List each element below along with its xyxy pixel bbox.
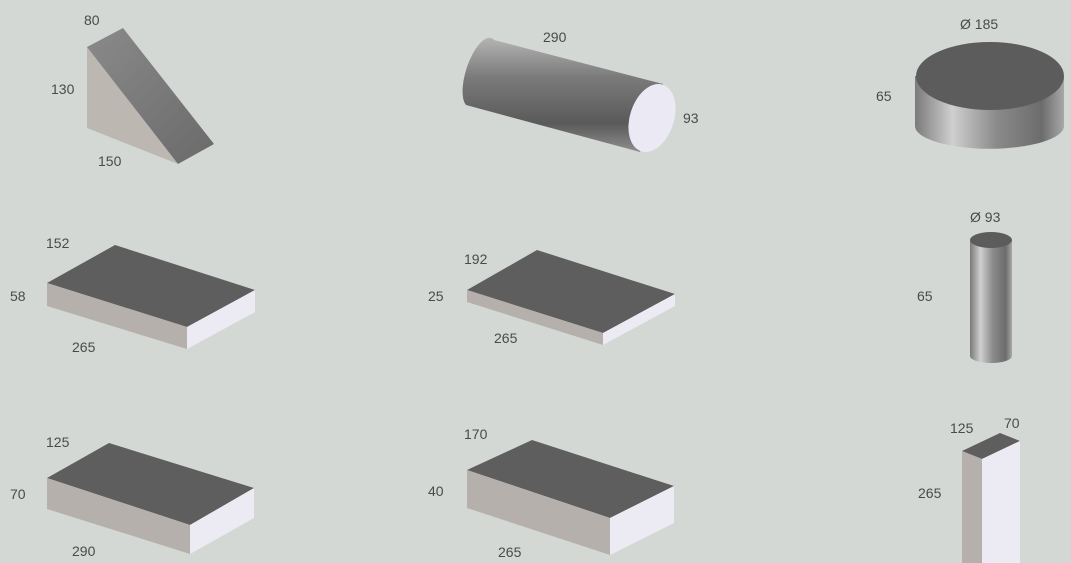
block-1-shape: 125 70 290 bbox=[10, 434, 254, 559]
slab-2-length-label: 265 bbox=[494, 330, 518, 346]
slab-1-top bbox=[47, 245, 255, 327]
upright-block-depth-label: 125 bbox=[950, 420, 974, 436]
block-1-height-label: 70 bbox=[10, 486, 26, 502]
slab-2-shape: 192 25 265 bbox=[428, 250, 675, 346]
slab-1-end bbox=[187, 290, 255, 349]
wedge-shape: 80 130 150 bbox=[51, 12, 214, 169]
slab-2-depth-label: 192 bbox=[464, 251, 488, 267]
long-cylinder-shape: 290 93 bbox=[462, 29, 699, 152]
block-1-length-label: 290 bbox=[72, 543, 96, 559]
long-cylinder-body bbox=[462, 37, 663, 152]
rod-diameter-label: Ø 93 bbox=[970, 209, 1001, 225]
short-disc-shape: Ø 185 65 bbox=[876, 16, 1064, 149]
long-cylinder-diameter-label: 93 bbox=[683, 110, 699, 126]
block-1-depth-label: 125 bbox=[46, 434, 70, 450]
block-1-top bbox=[47, 443, 254, 525]
slab-1-front bbox=[47, 283, 187, 349]
upright-block-side bbox=[962, 451, 982, 563]
block-2-end bbox=[610, 486, 674, 555]
slab-1-shape: 152 58 265 bbox=[10, 235, 255, 355]
block-1-front bbox=[47, 478, 190, 554]
block-1-end bbox=[190, 488, 254, 554]
rod-height-label: 65 bbox=[917, 288, 933, 304]
upright-block-shape: 125 70 265 bbox=[918, 415, 1020, 563]
rod-side bbox=[970, 240, 1012, 363]
slab-1-height-label: 58 bbox=[10, 288, 26, 304]
short-disc-top bbox=[916, 42, 1064, 110]
long-cylinder-length-label: 290 bbox=[543, 29, 567, 45]
slab-1-length-label: 265 bbox=[72, 339, 96, 355]
block-2-height-label: 40 bbox=[428, 483, 444, 499]
wedge-length-label: 150 bbox=[98, 153, 122, 169]
upright-block-height-label: 265 bbox=[918, 485, 942, 501]
block-2-shape: 170 40 265 bbox=[428, 426, 674, 560]
short-disc-diameter-label: Ø 185 bbox=[960, 16, 998, 32]
upright-block-top bbox=[962, 433, 1020, 459]
slab-2-height-label: 25 bbox=[428, 288, 444, 304]
block-2-length-label: 265 bbox=[498, 544, 522, 560]
slab-2-end bbox=[603, 294, 675, 345]
long-cylinder-end-face bbox=[628, 84, 676, 152]
wedge-height-label: 130 bbox=[51, 81, 75, 97]
wedge-slope-face bbox=[87, 28, 214, 164]
rod-top bbox=[970, 232, 1012, 248]
block-2-top bbox=[467, 440, 674, 518]
slab-1-depth-label: 152 bbox=[46, 235, 70, 251]
block-2-depth-label: 170 bbox=[464, 426, 488, 442]
upright-block-front bbox=[982, 441, 1020, 563]
block-2-front bbox=[467, 470, 610, 555]
rod-shape: Ø 93 65 bbox=[917, 209, 1012, 363]
wedge-depth-label: 80 bbox=[84, 12, 100, 28]
upright-block-width-label: 70 bbox=[1004, 415, 1020, 431]
slab-2-top bbox=[467, 250, 675, 333]
short-disc-height-label: 65 bbox=[876, 88, 892, 104]
slab-2-front bbox=[467, 290, 603, 345]
